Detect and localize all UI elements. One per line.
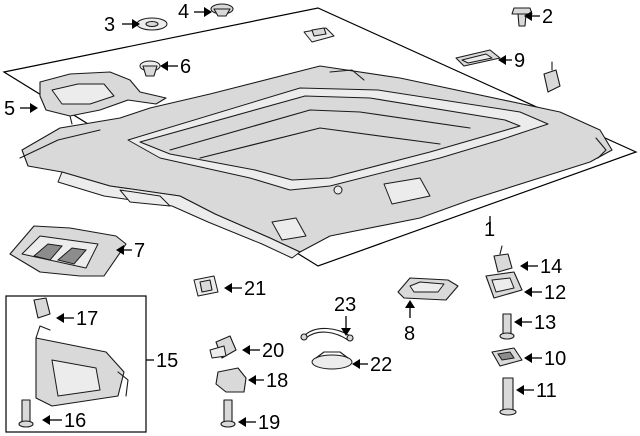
sun-visor-group-box bbox=[5, 295, 147, 433]
callout-20: 20 bbox=[262, 340, 284, 362]
callout-10: 10 bbox=[544, 348, 566, 370]
callout-19: 19 bbox=[258, 412, 280, 434]
leader-lines bbox=[20, 7, 542, 427]
part-11-bolt bbox=[499, 377, 517, 416]
part-4-clip bbox=[210, 3, 234, 17]
callout-17: 17 bbox=[76, 308, 98, 330]
headliner-clip-top bbox=[303, 27, 335, 43]
part-18-hinge-cover bbox=[215, 367, 247, 393]
part-9-plate bbox=[455, 49, 501, 67]
callout-12: 12 bbox=[544, 282, 566, 304]
callout-7: 7 bbox=[134, 240, 145, 262]
callout-23: 23 bbox=[334, 294, 356, 316]
callout-2: 2 bbox=[542, 6, 553, 28]
callout-9: 9 bbox=[514, 50, 525, 72]
part-20-bracket bbox=[209, 335, 237, 359]
part-6-clip bbox=[139, 60, 161, 77]
callout-13: 13 bbox=[534, 312, 556, 334]
part-21-clip bbox=[193, 275, 219, 297]
part-15-sun-visor bbox=[35, 325, 129, 407]
part-5-bracket bbox=[39, 71, 167, 125]
part-7-overhead-console bbox=[9, 225, 127, 277]
callout-15: 15 bbox=[156, 350, 178, 372]
callout-1: 1 bbox=[484, 219, 495, 241]
headliner-panel bbox=[19, 65, 613, 259]
callout-3: 3 bbox=[104, 14, 115, 36]
part-2-push-pin bbox=[511, 7, 533, 27]
part-17-clip bbox=[33, 297, 51, 319]
part-13-screw bbox=[499, 313, 515, 340]
part-8-dome-lamp bbox=[397, 277, 459, 301]
part-14-clip bbox=[493, 245, 513, 273]
callout-14: 14 bbox=[540, 256, 562, 278]
callout-8: 8 bbox=[404, 323, 415, 345]
part-19-screw bbox=[220, 399, 236, 428]
callout-5: 5 bbox=[4, 98, 15, 120]
callout-21: 21 bbox=[244, 278, 266, 300]
callout-numbers: 1 2 3 4 5 6 7 8 9 10 11 12 13 14 15 16 1… bbox=[4, 1, 566, 434]
callout-4: 4 bbox=[178, 1, 189, 23]
part-3-washer bbox=[136, 17, 168, 31]
callout-18: 18 bbox=[266, 370, 288, 392]
part-10-bracket bbox=[491, 347, 523, 367]
callout-22: 22 bbox=[370, 354, 392, 376]
callout-6: 6 bbox=[180, 56, 191, 78]
callout-16: 16 bbox=[64, 410, 86, 432]
part-12-switch bbox=[485, 271, 523, 299]
callout-11: 11 bbox=[536, 380, 557, 402]
part-22-lens bbox=[311, 351, 353, 370]
headliner-clip-right bbox=[543, 61, 561, 93]
part-16-screw bbox=[18, 399, 34, 428]
